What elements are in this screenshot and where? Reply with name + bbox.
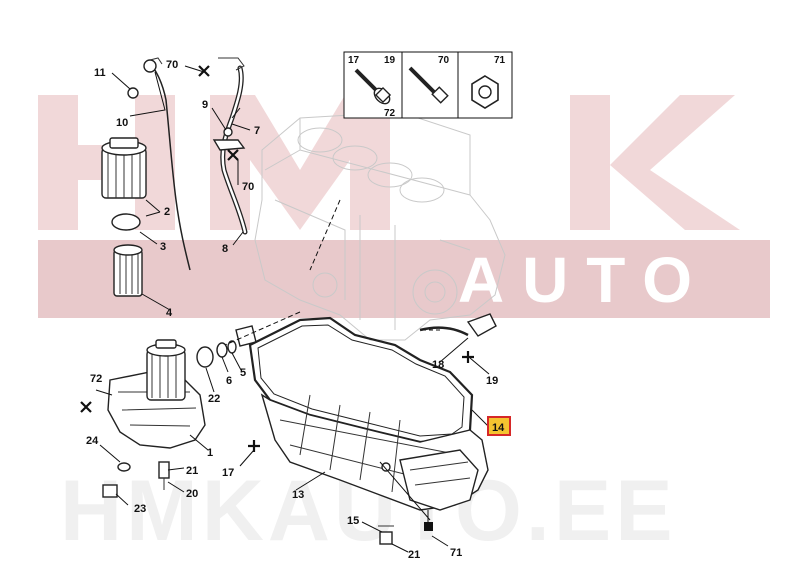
callout-24: 24: [86, 435, 99, 447]
callout-15: 15: [347, 515, 359, 527]
kit-box-long-bolt: [401, 51, 459, 119]
callout-20: 20: [186, 488, 198, 500]
callout-18: 18: [432, 359, 444, 371]
callout-19-right: 19: [486, 375, 498, 387]
kit-label-71: 71: [494, 55, 506, 66]
callout-8: 8: [222, 243, 228, 255]
small-seals-part: [196, 340, 237, 368]
kit-label-17: 17: [348, 55, 360, 66]
callout-7: 7: [254, 125, 260, 137]
oil-pump-pipe-part: [419, 313, 497, 337]
callout-13: 13: [292, 489, 304, 501]
callout-9: 9: [202, 99, 208, 111]
watermark-band: [38, 240, 770, 318]
callout-14: 14: [492, 422, 505, 434]
bolt-with-washer-icon: [354, 68, 392, 105]
kit-label-70: 70: [438, 55, 450, 66]
fastener-kit: 17 19 72 70 71: [343, 51, 513, 119]
engine-block: [254, 111, 506, 341]
callout-11: 11: [94, 67, 106, 79]
callout-3: 3: [160, 241, 166, 253]
callout-5: 5: [240, 367, 246, 379]
callout-2: 2: [164, 206, 170, 218]
watermark-band-text: AUTO: [458, 244, 710, 316]
drain-bolt-part: [102, 462, 131, 498]
callout-70-mid: 70: [242, 181, 254, 193]
long-bolt-icon: [408, 66, 449, 104]
filter-cap-part: [101, 137, 147, 199]
callout-23: 23: [134, 503, 146, 515]
kit-label-19: 19: [384, 55, 396, 66]
filter-element-part: [113, 244, 143, 297]
callout-6: 6: [226, 375, 232, 387]
callout-21-bottom: 21: [408, 549, 420, 561]
callout-labels: 11 10 70 9 7 70 2 3 8 4 22 6 5 72 1 24 2…: [86, 59, 511, 561]
hex-nut-icon: [471, 75, 499, 109]
callout-70-top: 70: [166, 59, 178, 71]
square-marker: [424, 522, 433, 531]
seal-ring-part: [111, 213, 141, 231]
dipstick-tube-part: [212, 57, 248, 235]
kit-label-72: 72: [384, 108, 396, 119]
oil-pan-part: [260, 393, 489, 511]
callout-21-left: 21: [186, 465, 198, 477]
callout-1: 1: [207, 447, 213, 459]
dipstick-part: [143, 57, 191, 271]
callout-22: 22: [208, 393, 220, 405]
callout-72: 72: [90, 373, 102, 385]
drain-plug-part: [378, 525, 394, 545]
callout-10: 10: [116, 117, 128, 129]
o-ring-part: [127, 87, 139, 99]
callout-14-highlight: 14: [487, 416, 511, 436]
callout-4: 4: [166, 307, 173, 319]
callout-17: 17: [222, 467, 234, 479]
callout-71: 71: [450, 547, 462, 559]
leader-lines: [95, 65, 491, 553]
cross-markers: [80, 65, 474, 452]
filter-housing-part: [107, 339, 206, 449]
